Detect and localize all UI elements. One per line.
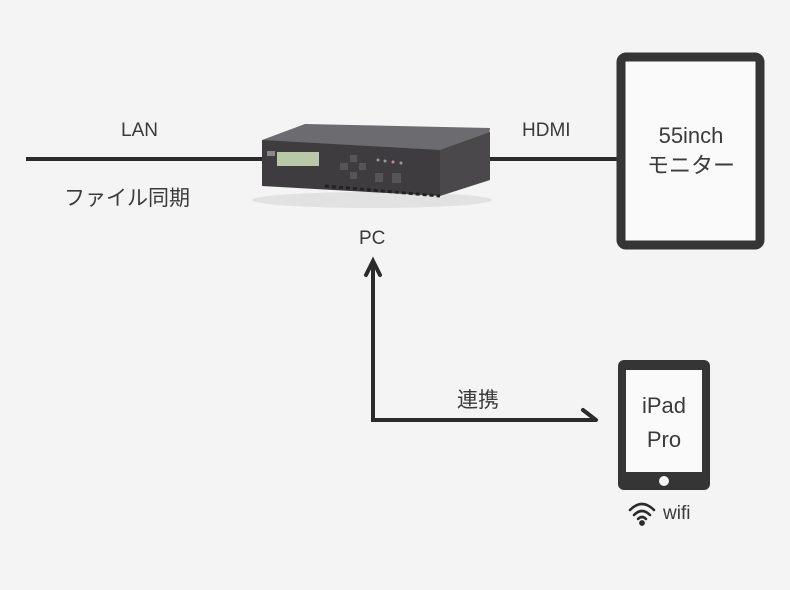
pc-label: PC <box>359 228 386 249</box>
ipad-name-line2: Pro <box>646 427 682 452</box>
link-arrow <box>364 256 598 422</box>
monitor-label: 55inch モニター <box>626 121 756 181</box>
link-label: 連携 <box>457 389 499 412</box>
ipad-device-icon <box>618 360 710 490</box>
hdmi-label: HDMI <box>522 120 571 141</box>
monitor-size-text: 55inch <box>658 123 724 148</box>
ipad-name-line1: iPad <box>641 393 687 418</box>
wifi-icon <box>628 502 656 526</box>
lan-label: LAN <box>121 120 158 141</box>
ipad-label: iPad Pro <box>626 389 702 457</box>
wifi-label: wifi <box>663 503 691 524</box>
pc-device-icon <box>252 124 492 208</box>
monitor-name-text: モニター <box>646 153 735 178</box>
file-sync-label: ファイル同期 <box>64 187 190 210</box>
monitor-frame <box>616 52 765 250</box>
